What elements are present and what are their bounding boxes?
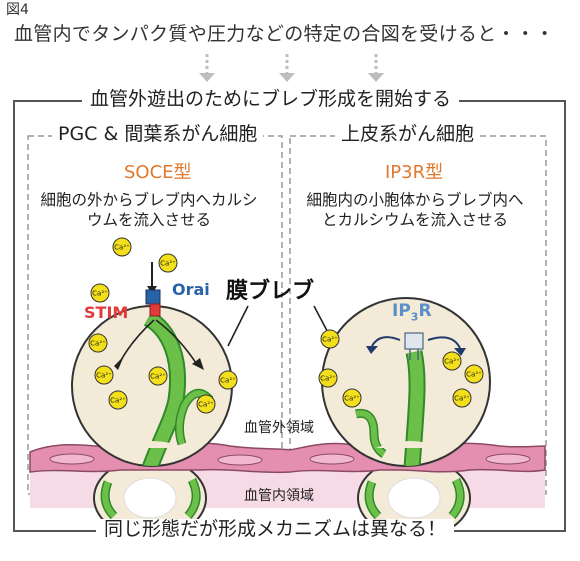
calcium-ion-label-1: Ca²⁺	[114, 244, 130, 252]
calcium-ion-label-6: Ca²⁺	[110, 397, 126, 405]
calcium-ion-label-5: Ca²⁺	[96, 372, 112, 380]
calcium-ion-11	[318, 368, 338, 388]
down-arrows	[205, 54, 378, 73]
calcium-ion-label-15: Ca²⁺	[454, 395, 470, 403]
bleb-pointer-lines	[227, 305, 335, 347]
intravascular-label: 血管内領域	[244, 488, 314, 504]
calcium-ion-label-10: Ca²⁺	[322, 336, 338, 344]
ip3r-label-sub: 3	[410, 310, 419, 324]
conclusion-text: 同じ形態だが形成メカニズムは異なる！	[96, 519, 455, 540]
orai-channel-icon	[145, 262, 161, 317]
right-bleb	[321, 297, 491, 467]
calcium-ion-5	[94, 365, 114, 385]
ip3r-receptor-label: IP3R	[392, 302, 432, 323]
calcium-ion-label-2: Ca²⁺	[160, 260, 176, 268]
calcium-ion-label-11: Ca²⁺	[320, 375, 336, 383]
figure-label: 図4	[6, 2, 29, 18]
calcium-ion-12	[342, 388, 362, 408]
ip3r-label-main: IP	[392, 301, 411, 321]
calcium-ions: Ca²⁺ Ca²⁺ Ca²⁺ Ca²⁺ Ca²⁺ Ca²⁺ Ca²⁺ Ca²⁺ Ca²⁺ Ca²⁺…	[88, 237, 484, 414]
extravascular-label: 血管外領域	[244, 420, 314, 436]
calcium-ion-label-12: Ca²⁺	[344, 395, 360, 403]
calcium-ion-label-8: Ca²⁺	[220, 377, 236, 385]
calcium-ion-label-9: Ca²⁺	[198, 401, 214, 409]
main-title: 血管外遊出のためにブレブ形成を開始する	[82, 89, 460, 110]
down-arrowheads	[199, 73, 384, 82]
calcium-ion-2	[158, 253, 178, 273]
intro-text: 血管内でタンパク質や圧力などの特定の合図を受けると・・・	[14, 23, 555, 45]
calcium-ion-10	[320, 329, 340, 349]
calcium-ion-1	[112, 237, 132, 257]
right-panel-title: 上皮系がん細胞	[335, 124, 481, 145]
left-panel-title: PGC & 間葉系がん細胞	[52, 124, 264, 145]
calcium-flow-arrowheads-right	[366, 346, 466, 356]
calcium-ion-9	[196, 394, 216, 414]
calcium-ion-label-7: Ca²⁺	[150, 373, 166, 381]
stim-label: STIM	[84, 303, 129, 322]
calcium-flow-arrows-right	[371, 336, 461, 349]
membrane-bleb-label: 膜ブレブ	[226, 279, 315, 304]
calcium-ion-6	[108, 390, 128, 410]
ip3r-mechanism-label: IP3R型	[385, 162, 444, 183]
calcium-ion-14	[464, 364, 484, 384]
ip3r-label-tail: R	[418, 301, 432, 321]
calcium-ion-label-3: Ca²⁺	[92, 290, 108, 298]
calcium-ion-3	[90, 283, 110, 303]
calcium-ion-label-13: Ca²⁺	[444, 358, 460, 366]
calcium-ion-label-4: Ca²⁺	[90, 340, 106, 348]
left-panel-frame	[27, 135, 283, 495]
ip3r-receptor-icon	[404, 332, 424, 360]
calcium-flow-arrowheads-left	[114, 356, 204, 370]
calcium-ion-8	[218, 370, 238, 390]
calcium-ion-7	[148, 366, 168, 386]
calcium-ion-15	[452, 388, 472, 408]
soce-mechanism-label: SOCE型	[124, 162, 192, 183]
right-panel-description: 細胞内の小胞体からブレブ内へとカルシウムを流入させる	[306, 191, 524, 230]
calcium-ion-13	[442, 351, 462, 371]
right-cell-lower	[357, 457, 471, 539]
calcium-ion-4	[88, 333, 108, 353]
orai-label: Orai	[172, 280, 210, 299]
calcium-ion-label-14: Ca²⁺	[466, 371, 482, 379]
left-panel-description: 細胞の外からブレブ内へカルシウムを流入させる	[40, 191, 258, 230]
left-bleb	[71, 305, 233, 467]
